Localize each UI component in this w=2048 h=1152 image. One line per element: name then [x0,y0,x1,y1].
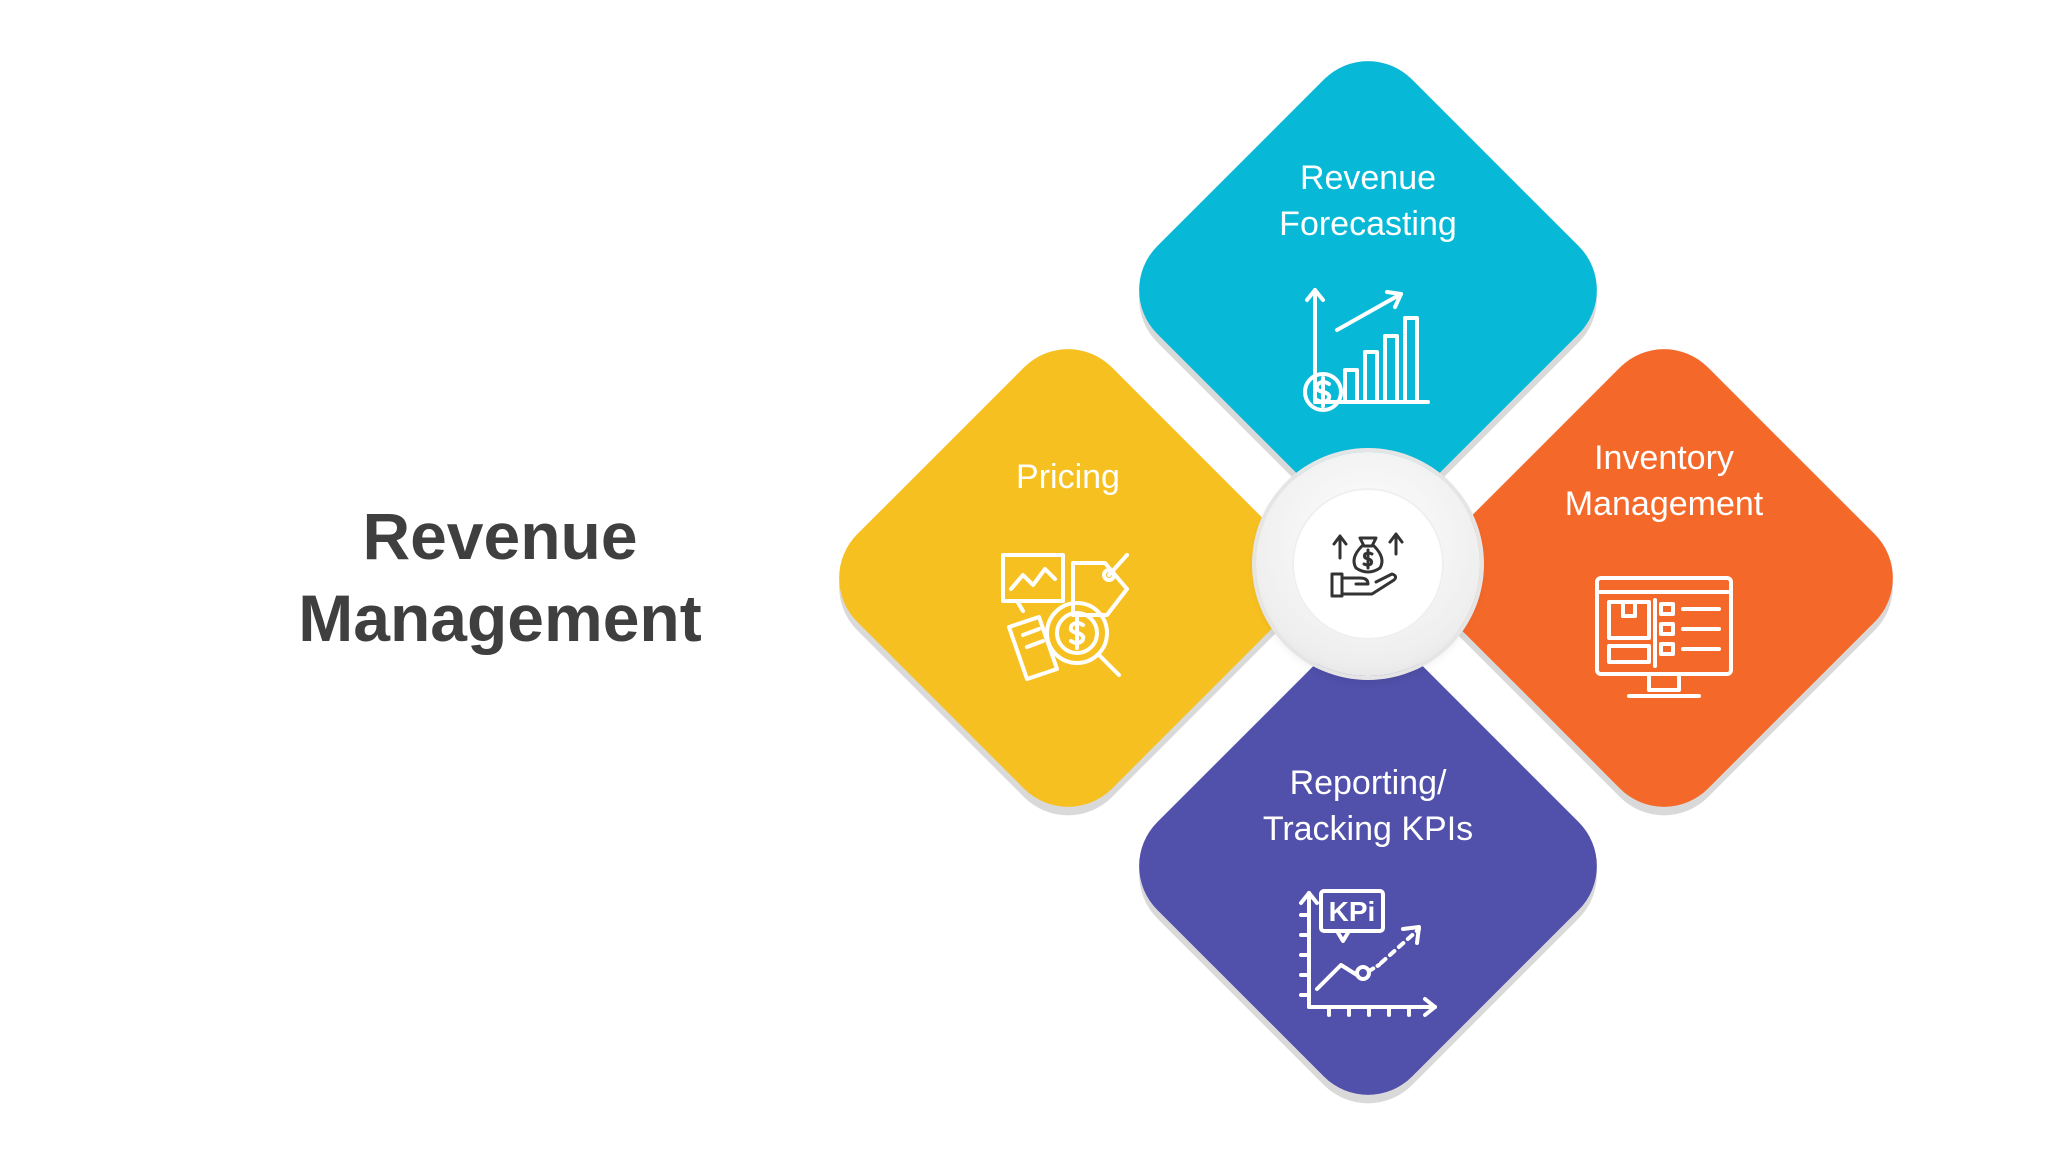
label-pricing: Pricing [918,454,1218,500]
hand-money-growth-icon [1330,532,1404,598]
pricing-analysis-icon [993,545,1143,685]
page-title: Revenue Management [220,495,780,659]
label-inventory-management: Inventory Management [1514,435,1814,527]
center-hub-inner [1292,488,1444,640]
kpi-icon-text: KPi [1329,896,1376,927]
label-revenue-forecasting: Revenue Forecasting [1218,155,1518,247]
kpi-chart-icon: KPi [1293,885,1443,1025]
label-line: Reporting/ [1289,764,1447,802]
label-line: Revenue [1299,159,1437,197]
label-reporting-tracking-kpis: Reporting/ Tracking KPIs [1218,760,1518,852]
title-line-2: Management [298,581,702,655]
chart-growth-dollar-icon [1293,280,1443,420]
title-line-1: Revenue [362,499,638,573]
label-line: Management [1564,485,1764,523]
label-line: Tracking KPIs [1262,810,1474,848]
center-hub [1256,452,1480,676]
label-line: Pricing [1016,458,1120,496]
label-line: Forecasting [1279,205,1457,243]
inventory-monitor-icon [1589,570,1739,710]
label-line: Inventory [1594,439,1734,477]
